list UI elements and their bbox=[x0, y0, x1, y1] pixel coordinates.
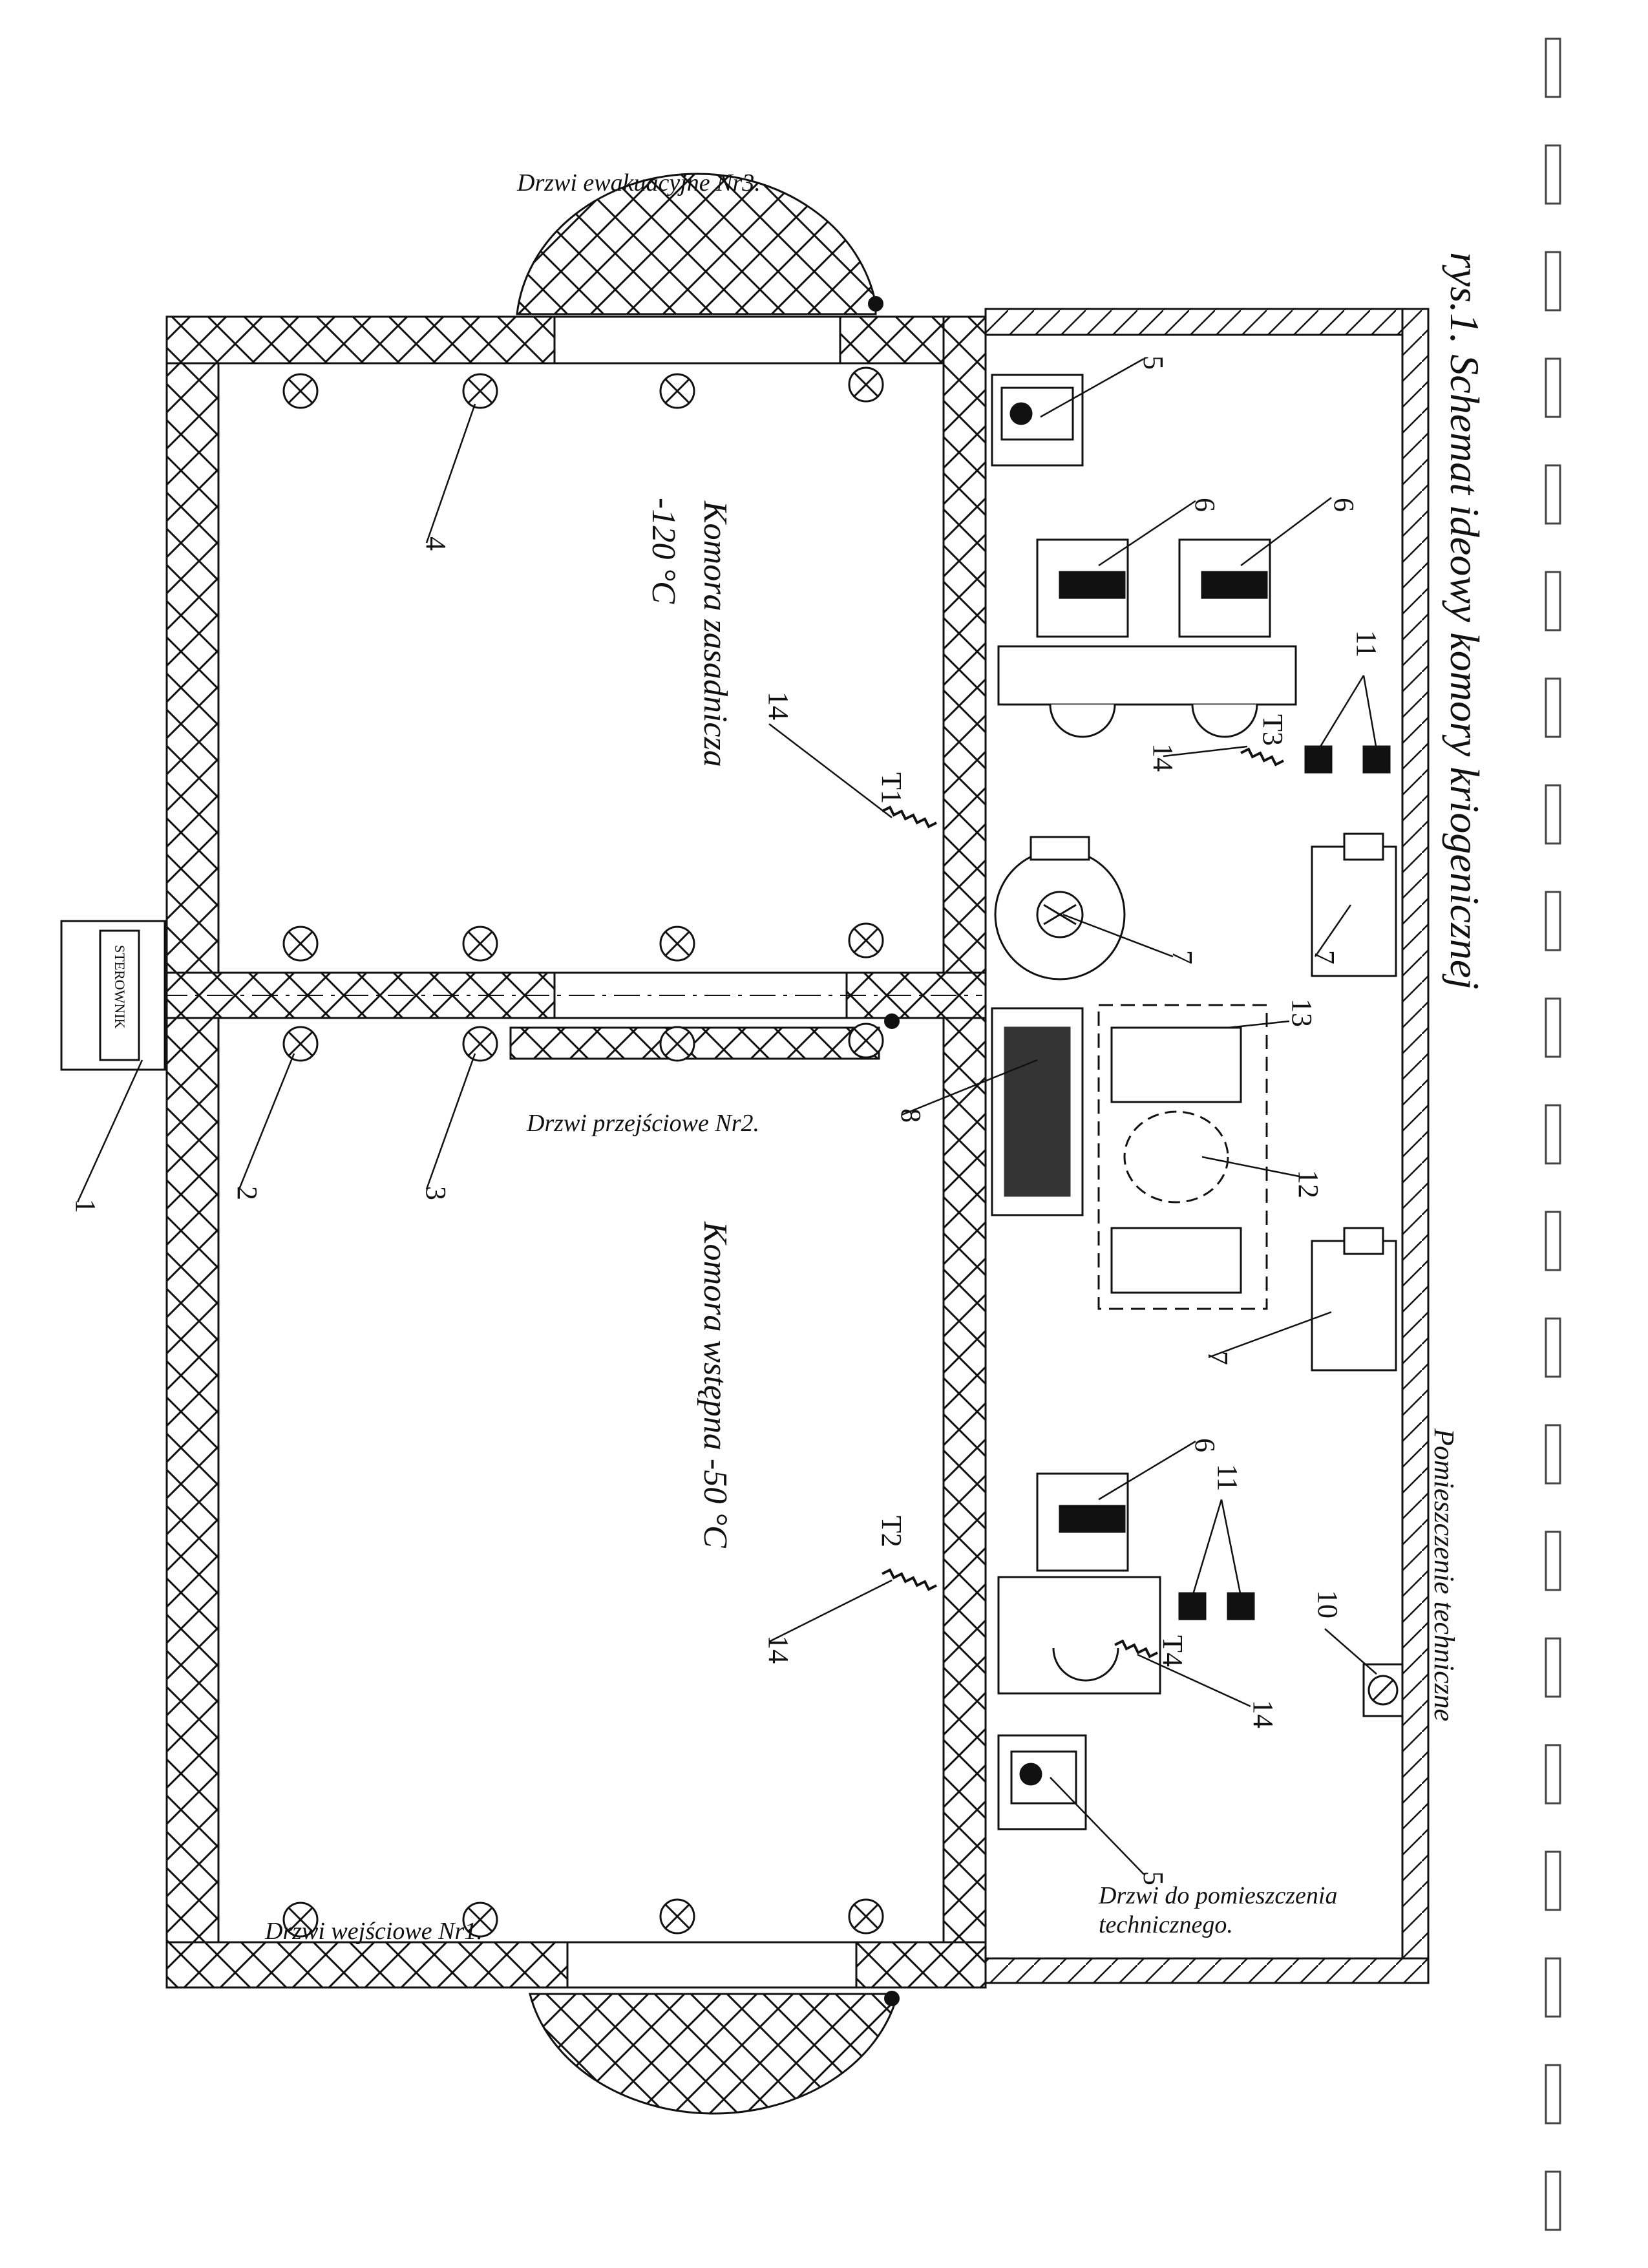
door-hinge-1 bbox=[884, 1991, 900, 2006]
technical-equipment bbox=[991, 374, 1404, 1830]
sensor-t2-icon bbox=[882, 1568, 937, 1591]
lamp-icon bbox=[848, 366, 884, 403]
controller-box: STEROWNIK bbox=[60, 920, 166, 1071]
blower-upper bbox=[1311, 845, 1397, 977]
callout-7-a: 7 bbox=[1167, 950, 1198, 964]
callout-5-bottom: 5 bbox=[1137, 1871, 1169, 1885]
sensor-t3-label: T3 bbox=[1257, 714, 1289, 746]
technical-room-name: Pomieszczenie techniczne bbox=[1428, 1428, 1460, 1721]
valve-icon bbox=[1227, 1592, 1255, 1620]
callout-14-c: 14 bbox=[763, 1635, 794, 1664]
callout-1: 1 bbox=[70, 1199, 101, 1213]
heat-exchanger-group bbox=[1097, 1004, 1268, 1310]
door-hinge-3 bbox=[868, 296, 883, 312]
sensor-t1-icon bbox=[882, 805, 937, 829]
valve-icon bbox=[1362, 745, 1391, 774]
sensor-t1-label: T1 bbox=[876, 772, 907, 804]
lamp-icon bbox=[659, 1026, 695, 1062]
evacuation-door-swing bbox=[516, 173, 877, 315]
technical-door-label-2: technicznego. bbox=[1099, 1911, 1233, 1938]
callout-14-a: 14 bbox=[763, 692, 794, 720]
main-chamber-name: Komora zasadnicza bbox=[697, 500, 734, 767]
callout-8: 8 bbox=[895, 1108, 927, 1123]
callout-leaders bbox=[76, 357, 1378, 1875]
callout-2: 2 bbox=[231, 1186, 263, 1200]
lamp-icon bbox=[659, 373, 695, 409]
callout-11-a: 11 bbox=[1351, 630, 1382, 657]
door-hinge-2 bbox=[884, 1013, 900, 1029]
sensor-t4-label: T4 bbox=[1157, 1635, 1188, 1667]
callout-5-top: 5 bbox=[1137, 355, 1169, 370]
controller-label: STEROWNIK bbox=[112, 945, 128, 1029]
binder-holes bbox=[1545, 37, 1561, 2231]
lamp-icon bbox=[282, 373, 319, 409]
sensor-t4-icon bbox=[1114, 1639, 1158, 1659]
transition-door-label: Drzwi przejściowe Nr2. bbox=[526, 1110, 759, 1137]
callout-12: 12 bbox=[1293, 1170, 1324, 1198]
ceiling-lamps bbox=[282, 366, 884, 1938]
lamp-icon bbox=[659, 926, 695, 962]
callout-14-d: 14 bbox=[1247, 1700, 1279, 1728]
blower-lower bbox=[1311, 1240, 1397, 1372]
lamp-icon bbox=[282, 1026, 319, 1062]
callout-11-b: 11 bbox=[1212, 1464, 1243, 1491]
callout-13: 13 bbox=[1286, 999, 1318, 1027]
callout-10: 10 bbox=[1312, 1590, 1344, 1618]
main-chamber-temp: -120 °C bbox=[645, 498, 682, 604]
evacuation-door-label: Drzwi ewakuacyjne Nr3. bbox=[516, 169, 761, 196]
entrance-door-label-main: Drzwi wejściowe Nr1. bbox=[264, 1918, 483, 1945]
sensor-t3-icon bbox=[1240, 747, 1284, 767]
chamber-walls bbox=[116, 315, 987, 1989]
lamp-icon bbox=[848, 1023, 884, 1059]
callout-7-b: 7 bbox=[1309, 950, 1340, 964]
callout-14-b: 14 bbox=[1147, 743, 1179, 772]
lamp-icon bbox=[659, 1898, 695, 1934]
lamp-icon bbox=[282, 926, 319, 962]
callout-6-a: 6 bbox=[1189, 498, 1221, 512]
lamp-icon bbox=[462, 1902, 498, 1938]
callout-6-b: 6 bbox=[1328, 498, 1360, 512]
technical-door-label-1: Drzwi do pomieszczenia bbox=[1098, 1882, 1337, 1909]
lamp-icon bbox=[282, 1902, 319, 1938]
valve-icon bbox=[1178, 1592, 1207, 1620]
pre-chamber-name: Komora wstępna -50 °C bbox=[697, 1221, 734, 1549]
callout-3: 3 bbox=[420, 1186, 452, 1200]
diagram-title: rys.1. Schemat ideowy komory kriogeniczn… bbox=[1442, 252, 1488, 990]
callout-7-c: 7 bbox=[1202, 1351, 1234, 1365]
technical-room-walls bbox=[984, 308, 1430, 1984]
lamp-icon bbox=[462, 926, 498, 962]
lamp-icon bbox=[848, 1898, 884, 1934]
compressor-base-top bbox=[997, 645, 1297, 706]
callout-6-c: 6 bbox=[1189, 1438, 1221, 1452]
callout-4: 4 bbox=[420, 536, 452, 551]
lamp-icon bbox=[462, 1026, 498, 1062]
valve-icon bbox=[1304, 745, 1333, 774]
sensor-t2-label: T2 bbox=[876, 1516, 907, 1547]
lamp-icon bbox=[848, 922, 884, 959]
temperature-sensors bbox=[882, 747, 1284, 1659]
entrance-door-swing bbox=[529, 1993, 896, 2115]
lamp-icon bbox=[462, 373, 498, 409]
